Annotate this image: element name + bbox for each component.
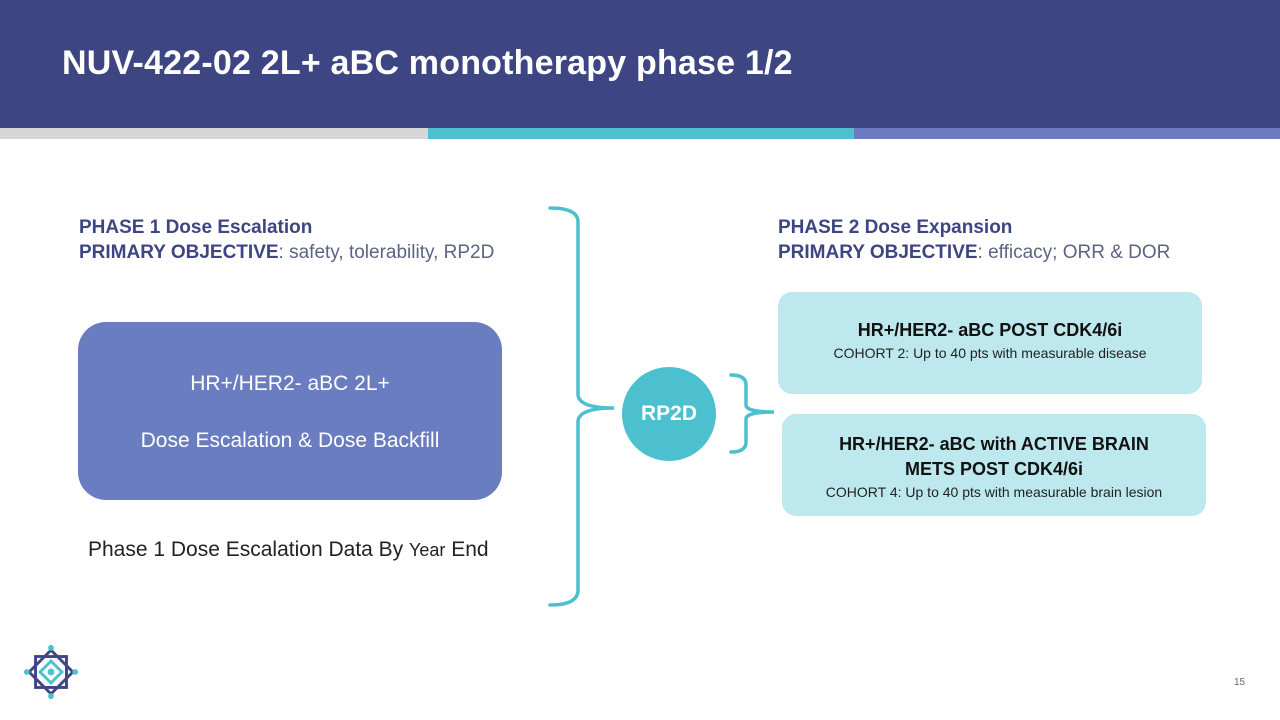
phase1-data-note: Phase 1 Dose Escalation Data By Year End (88, 538, 489, 562)
accent-stripe-blue (854, 128, 1280, 139)
phase1-header: PHASE 1 Dose Escalation PRIMARY OBJECTIV… (79, 215, 494, 265)
phase1-objective: PRIMARY OBJECTIVE: safety, tolerability,… (79, 240, 494, 265)
phase1-box-line1: HR+/HER2- aBC 2L+ (190, 372, 390, 395)
phase1-box-line2: Dose Escalation & Dose Backfill (140, 429, 440, 452)
phase1-objective-text: : safety, tolerability, RP2D (278, 242, 495, 263)
company-logo-icon (23, 644, 79, 700)
large-bracket (548, 206, 615, 607)
cohort2-box: HR+/HER2- aBC POST CDK4/6i COHORT 2: Up … (778, 292, 1202, 394)
slide-title: NUV-422-02 2L+ aBC monotherapy phase 1/2 (62, 44, 793, 82)
phase2-heading: PHASE 2 Dose Expansion (778, 217, 1013, 238)
accent-stripe-gray (0, 128, 428, 139)
cohort2-title: HR+/HER2- aBC POST CDK4/6i (857, 320, 1123, 340)
phase2-objective: PRIMARY OBJECTIVE: efficacy; ORR & DOR (778, 240, 1170, 265)
cohort4-title-line2: METS POST CDK4/6i (904, 459, 1084, 479)
phase2-header: PHASE 2 Dose Expansion PRIMARY OBJECTIVE… (778, 215, 1170, 265)
cohort2-subtitle: COHORT 2: Up to 40 pts with measurable d… (833, 345, 1147, 361)
small-bracket (729, 373, 775, 454)
page-number: 15 (1234, 677, 1246, 688)
title-bar: NUV-422-02 2L+ aBC monotherapy phase 1/2 (0, 0, 1280, 128)
phase1-note-main: Phase 1 Dose Escalation Data By (88, 538, 410, 561)
phase2-objective-label: PRIMARY OBJECTIVE (778, 242, 978, 263)
cohort4-box: HR+/HER2- aBC with ACTIVE BRAIN METS POS… (782, 414, 1206, 516)
rp2d-circle: RP2D (622, 367, 716, 461)
cohort4-title-line1: HR+/HER2- aBC with ACTIVE BRAIN (839, 434, 1149, 454)
phase1-note-year: Year (409, 540, 446, 560)
phase1-note-end: End (445, 538, 489, 561)
cohort4-subtitle: COHORT 4: Up to 40 pts with measurable b… (825, 484, 1163, 500)
phase1-heading: PHASE 1 Dose Escalation (79, 217, 313, 238)
accent-stripe-teal (428, 128, 854, 139)
phase2-objective-text: : efficacy; ORR & DOR (977, 242, 1171, 263)
rp2d-label: RP2D (640, 402, 698, 425)
phase1-box: HR+/HER2- aBC 2L+ Dose Escalation & Dose… (78, 322, 502, 500)
phase1-objective-label: PRIMARY OBJECTIVE (79, 242, 279, 263)
